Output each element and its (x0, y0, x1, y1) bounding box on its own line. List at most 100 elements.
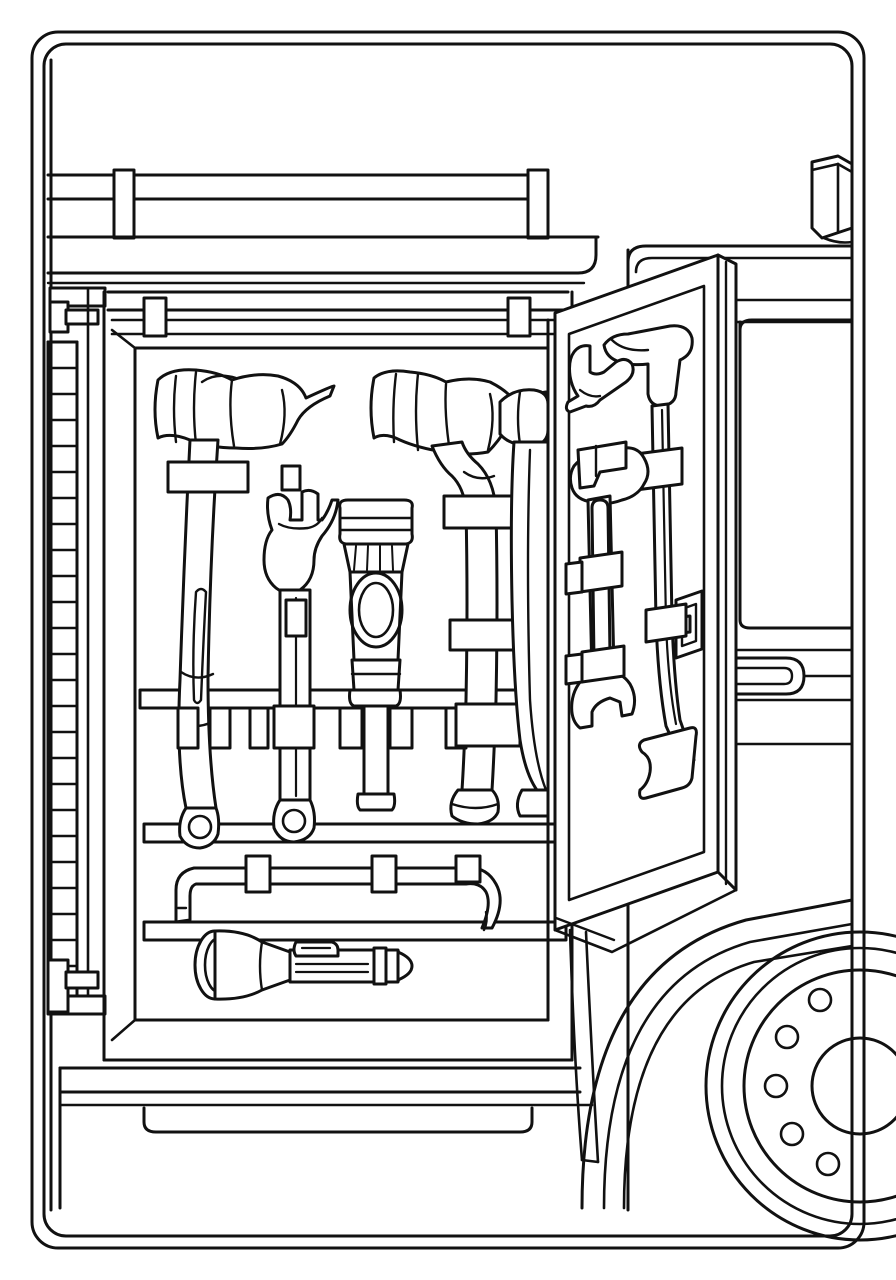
ladder-bottom-pin-arm (64, 970, 100, 990)
handrail-stanchion-right (526, 168, 550, 240)
axe-head-left-pick (278, 388, 286, 446)
door-bottom-face (553, 888, 738, 954)
axe-handle-left-loop (178, 806, 221, 850)
flashlight-tail-1 (372, 946, 388, 986)
body-top-inner (634, 256, 854, 274)
spanner-lens-outer (348, 571, 404, 649)
adj-wrench-bracket-1 (578, 550, 624, 594)
ladder-rungs (46, 366, 79, 968)
truck-body (580, 154, 896, 1242)
wedge-chock-body (637, 726, 698, 800)
spanner-knurl-1 (353, 545, 357, 571)
roof-beacon (810, 154, 854, 244)
axe-bracket-left-top-clip (280, 464, 302, 492)
axe-bracket-left-bottom-2 (208, 706, 232, 750)
pry-bar-bracket-2 (370, 854, 398, 894)
pry-bar-body (174, 866, 502, 930)
spanner-shaft (362, 704, 390, 796)
sledge-head-line (516, 390, 522, 446)
tire-outer (704, 930, 896, 1242)
top-handrail (46, 168, 600, 285)
axe-bracket-right-1 (442, 494, 520, 530)
lug-bolt (779, 1121, 805, 1147)
grab-handle-inner (734, 666, 794, 686)
flashlight-head-line (258, 940, 264, 992)
beacon-edge-2 (836, 162, 854, 174)
sledge-handle-foot (515, 788, 550, 818)
spanner-knurl-2 (366, 545, 369, 571)
door-support-line-2 (584, 930, 600, 1164)
axe-head-right-detail-1 (392, 372, 398, 444)
sledge-handle (509, 440, 550, 796)
roof-deck-bottom (46, 235, 598, 275)
halligan-fork (564, 344, 635, 414)
hydrant-spanner (338, 498, 414, 812)
ladder-bottom-pin (46, 958, 70, 1014)
halligan-fork-line (578, 388, 602, 398)
open-end-wrench (248, 488, 340, 844)
axe-head-left-detail-3 (229, 378, 236, 448)
wrench-bracket-rail-2 (248, 706, 270, 750)
axe-bracket-right-2 (448, 618, 522, 652)
axe-handle-left-hole (187, 814, 213, 840)
fender-outer (580, 898, 854, 1210)
ladder-top-pin (48, 300, 70, 334)
handrail-stanchion-left (112, 168, 136, 240)
outer-border (30, 30, 866, 1250)
rim-outer (742, 968, 896, 1204)
beacon-body (810, 154, 854, 240)
fender-mid (602, 922, 854, 1210)
lower-step (142, 1106, 534, 1134)
door-support-foot (580, 1158, 600, 1164)
adj-wrench-bracket-1b (564, 560, 584, 596)
axe-head-left-knob (200, 374, 238, 384)
sledge-handle-line (526, 448, 548, 792)
left-ladder (46, 58, 107, 1212)
axe-bracket-left-top (166, 460, 250, 494)
wrench-box-end (272, 798, 316, 844)
wrench-bracket-rail (272, 704, 316, 750)
grab-handle-bar (732, 656, 806, 696)
sledge-head (498, 388, 550, 448)
spanner-top-cap (338, 498, 414, 546)
pry-bar-tip-split (482, 910, 488, 932)
axe-head-right-detail-2 (414, 372, 420, 452)
flashlight (193, 929, 414, 1001)
cabinet-track-clip-left (142, 296, 168, 338)
axe-bracket-right-4 (454, 702, 522, 748)
axe-bracket-left-bottom (176, 706, 200, 750)
pry-bar (174, 854, 502, 932)
fire-axe-left (153, 368, 336, 850)
cabinet-bevel-botleft (110, 1018, 137, 1042)
spanner-bracket (338, 706, 364, 750)
beacon-base (822, 236, 854, 244)
cabinet-track-clip-right (506, 296, 532, 338)
door-support (568, 928, 600, 1164)
wheel (704, 930, 896, 1242)
axe-handle-right-wrap (462, 470, 496, 480)
lug-bolt (774, 1024, 800, 1050)
tire-inner (720, 946, 896, 1226)
adj-wrench-bracket-2b (564, 652, 584, 686)
axe-head-left (153, 368, 336, 450)
wrench-bracket-mid (284, 598, 308, 638)
body-side-panel (738, 320, 854, 630)
spanner-knurl-4 (391, 545, 394, 571)
axe-head-right-pick (486, 392, 494, 452)
axe-head-left-detail-2 (192, 370, 198, 446)
wrench-box-hole (281, 808, 307, 834)
axe-head-left-detail-1 (172, 374, 178, 444)
fender-arch (580, 898, 854, 1210)
body-side-panel-top (738, 318, 854, 332)
spanner-collar-2 (348, 688, 402, 708)
lug-bolt (807, 987, 833, 1013)
axe-handle-left (177, 438, 220, 810)
halligan-bar (564, 324, 696, 768)
axe-handle-left-wrap (179, 670, 215, 679)
wrench-jaw (262, 488, 340, 595)
wedge-chock (637, 726, 698, 800)
grab-handle (732, 656, 806, 696)
door-bottom-face-2 (554, 916, 616, 942)
fender-inner (622, 944, 854, 1210)
